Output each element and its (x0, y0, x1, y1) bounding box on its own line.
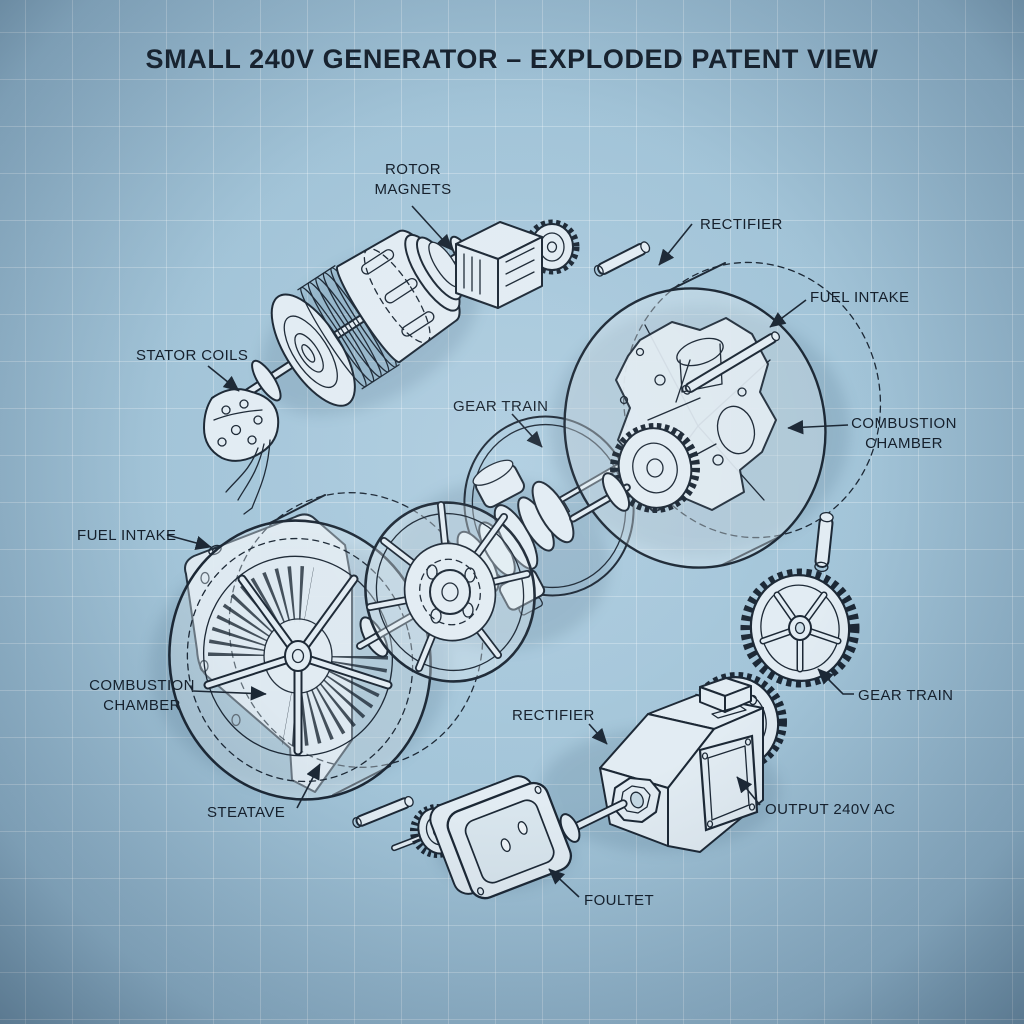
label-gear-train-center: GEAR TRAIN (453, 398, 549, 415)
label-output-240v: OUTPUT 240V AC (765, 801, 896, 818)
label-combustion-chamber-left: COMBUSTION CHAMBER (89, 677, 195, 714)
label-gear-train-right: GEAR TRAIN (858, 687, 954, 704)
pin-top-drawing (593, 241, 651, 277)
rectifier-drawing (559, 677, 764, 853)
pin-right-drawing (814, 511, 834, 573)
leader-lines (166, 205, 854, 898)
pin-bottom-drawing (352, 795, 414, 829)
diagram-title: SMALL 240V GENERATOR – EXPLODED PATENT V… (145, 44, 879, 74)
rotor-magnets-drawing (455, 219, 580, 309)
label-fuel-intake-right: FUEL INTAKE (810, 289, 910, 306)
label-outlet: FOULTET (584, 892, 655, 909)
label-rectifier-top: RECTIFIER (700, 216, 783, 233)
right-combustion-chamber-drawing (563, 261, 882, 569)
outlet-drawing (352, 775, 573, 900)
label-fuel-intake-left: FUEL INTAKE (77, 527, 177, 544)
label-rectifier-bottom: RECTIFIER (512, 707, 595, 724)
label-combustion-chamber-right: COMBUSTION CHAMBER (851, 415, 957, 452)
label-rotor-magnets: ROTOR MAGNETS (374, 161, 452, 198)
stator-coils-drawing (203, 388, 280, 515)
label-stator-valve: STEATAVE (207, 804, 286, 821)
label-stator-coils: STATOR COILS (136, 347, 249, 364)
